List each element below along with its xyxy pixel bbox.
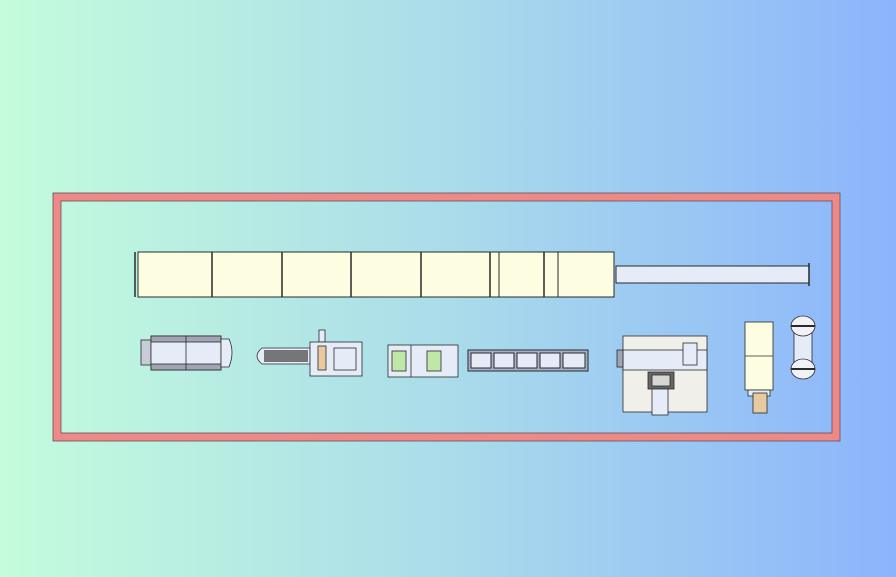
main-conveyor [134,251,615,298]
conveyor-extension [615,263,810,286]
machine-1 [140,335,233,371]
machine-5 [616,335,708,416]
machine-2 [256,329,363,377]
machine-6 [744,321,774,414]
machine-4-frames [467,349,589,372]
facility-boundary [53,193,840,441]
machine-3 [387,344,459,378]
machine-7 [790,315,816,380]
